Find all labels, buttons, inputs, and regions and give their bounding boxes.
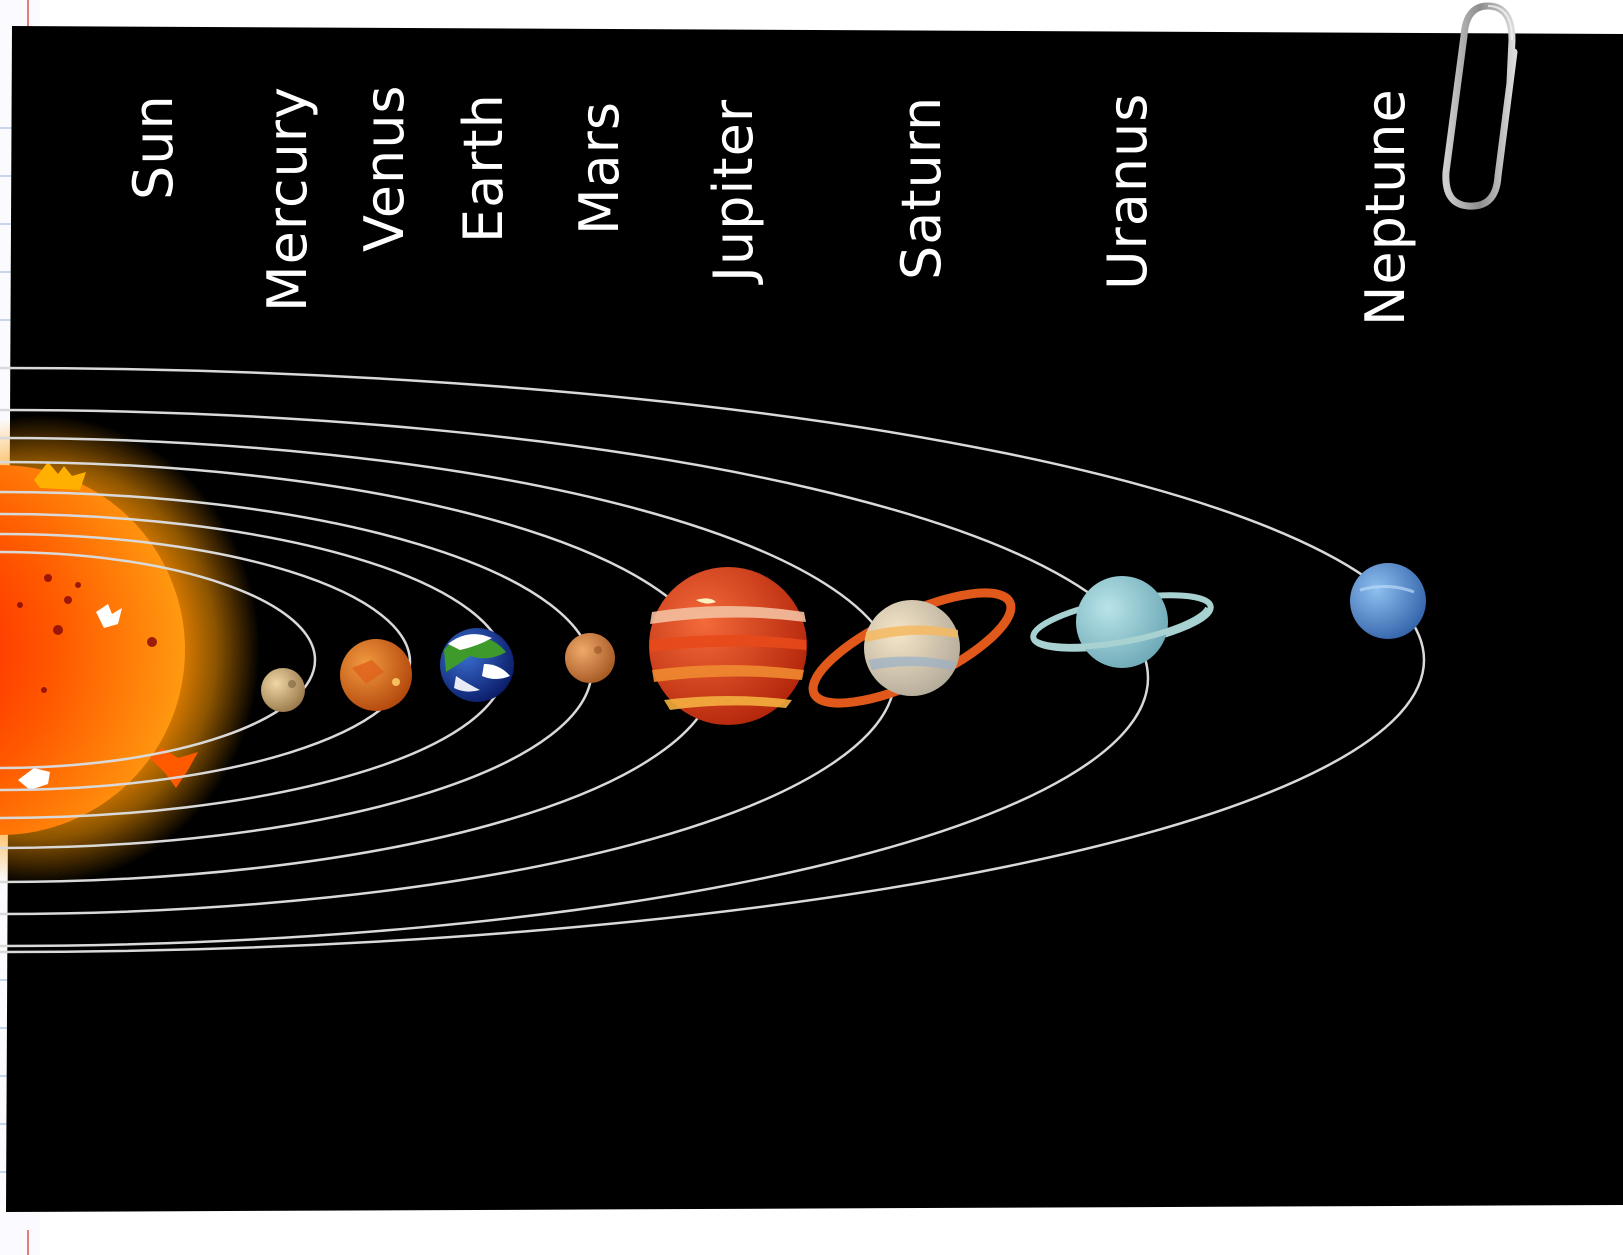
mercury-planet <box>261 668 305 712</box>
venus-planet <box>340 639 412 711</box>
jupiter-planet <box>649 567 807 725</box>
neptune-planet <box>1350 563 1426 639</box>
sun <box>0 415 260 885</box>
label-neptune: Neptune <box>1354 88 1417 326</box>
label-uranus: Uranus <box>1096 93 1159 290</box>
black-board <box>6 26 1623 1212</box>
uranus-planet <box>1030 576 1214 668</box>
paperclip-icon <box>1442 2 1518 210</box>
label-earth: Earth <box>452 93 515 243</box>
mars-planet <box>565 633 615 683</box>
label-mars: Mars <box>568 101 631 235</box>
orbit-neptune <box>0 366 1426 954</box>
orbit-venus <box>0 532 412 792</box>
label-jupiter: Jupiter <box>702 99 765 285</box>
earth-planet <box>440 628 514 702</box>
label-saturn: Saturn <box>890 96 953 280</box>
labels: Sun Mercury Venus Earth Mars Jupiter Sat… <box>122 84 1417 326</box>
orbit-mercury <box>0 550 317 770</box>
label-mercury: Mercury <box>256 86 319 312</box>
label-venus: Venus <box>353 84 416 252</box>
label-sun: Sun <box>122 94 185 200</box>
saturn-planet <box>808 588 1016 708</box>
orbit-uranus <box>0 408 1150 948</box>
